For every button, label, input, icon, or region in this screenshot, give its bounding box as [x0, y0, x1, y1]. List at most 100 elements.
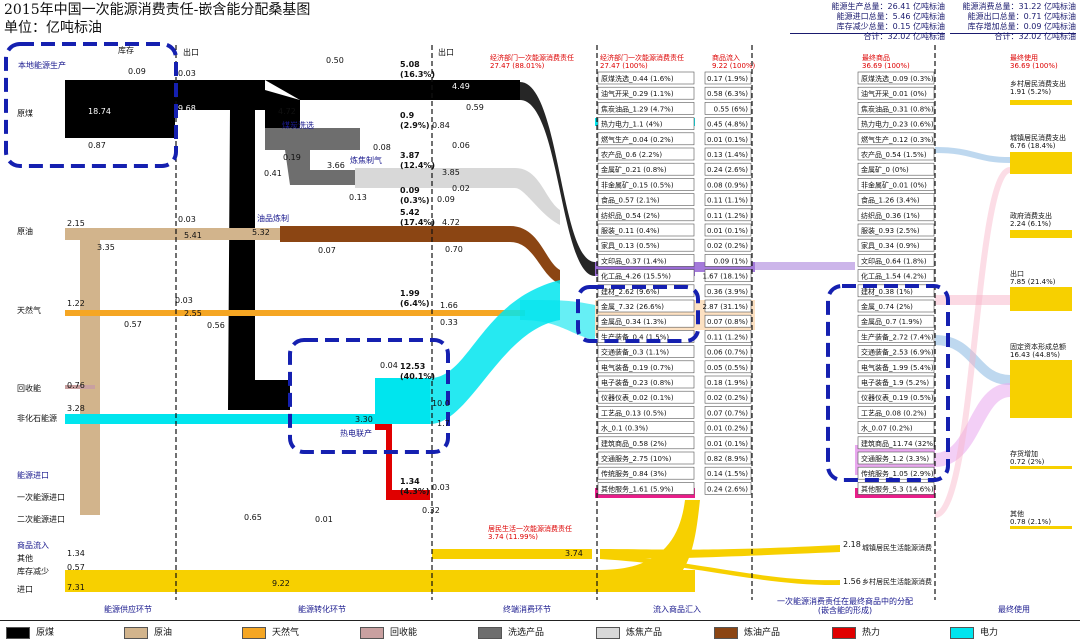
sector-box: [597, 360, 695, 374]
sector-label: 工艺品_0.13 (0.5%): [601, 409, 667, 417]
legend-item: 炼焦产品: [596, 627, 662, 639]
summary-rule: [790, 33, 945, 34]
value-0-07: 0.07: [318, 246, 336, 255]
inflow-label: 0.18 (1.9%): [707, 379, 748, 387]
value-3-74: 3.74: [565, 549, 583, 558]
highlight-final-goods: [826, 284, 950, 482]
final-good-box: [857, 223, 935, 237]
conv-pct: (40.1%): [400, 372, 435, 381]
bar-other: [1010, 526, 1072, 529]
section-import: 能源进口: [17, 470, 49, 480]
value-stock-out: 0.09: [128, 67, 146, 76]
inflow-box: [704, 421, 752, 434]
final-good-label: 金属_0.74 (2%): [861, 302, 913, 311]
value-0-01: 0.01: [315, 515, 333, 524]
sector-label: 燃气生产_0.04 (0.2%): [601, 135, 674, 144]
final-use-value: 0.72 (2%): [1010, 458, 1045, 466]
bar-export: [1010, 287, 1072, 311]
inflow-label: 0.14 (1.5%): [707, 470, 748, 478]
bar-capital: [1010, 360, 1072, 418]
label-refining: 油品炼制: [257, 213, 289, 223]
value-3-66: 3.66: [327, 161, 345, 170]
final-good-box: [857, 208, 935, 222]
final-good-box: [857, 71, 935, 85]
inflow-label: 0.01 (0.1%): [707, 136, 748, 144]
legend-swatch: [596, 627, 620, 639]
summary-right: 能源消费总量：31.22 亿吨标油能源出口总量：0.71 亿吨标油 库存增加总量…: [962, 2, 1076, 41]
page-title: 2015年中国一次能源消费责任-嵌含能分配桑基图: [4, 2, 311, 18]
value-0-06: 0.06: [452, 141, 470, 150]
legend-label: 洗选产品: [508, 627, 545, 638]
final-good-box: [857, 102, 935, 115]
inflow-label: 1.67 (18.1%): [702, 273, 748, 281]
flow-coke-out: [515, 168, 560, 225]
sector-box: [597, 193, 695, 206]
flow-goods-import: [65, 570, 695, 592]
source-recovery: 回收能: [17, 383, 41, 393]
final-good-label: 电气装备_1.99 (5.4%): [861, 363, 934, 372]
sector-label: 金属_7.32 (26.6%): [601, 302, 664, 311]
final-use-name: 固定资本形成总额: [1010, 342, 1066, 351]
legend-label: 热力: [862, 627, 881, 638]
final-good-box: [857, 269, 935, 282]
value-0-56: 0.56: [207, 321, 225, 330]
conv-value: 0.09: [400, 186, 420, 195]
inflow-box: [704, 284, 752, 298]
legend-item: 原油: [124, 627, 172, 639]
source-import-goods: 进口: [17, 585, 33, 594]
sector-box: [597, 482, 695, 495]
value-stock: 0.57: [67, 563, 85, 572]
flow-refined: [280, 226, 510, 242]
final-good-label: 纺织品_0.36 (1%): [861, 211, 920, 220]
section-goods-in: 商品流入: [17, 540, 49, 550]
final-good-box: [857, 314, 935, 328]
flow-raw-coal-to-wash: [175, 80, 265, 110]
final-good-box: [857, 117, 935, 130]
final-use-name: 存货增加: [1010, 449, 1038, 458]
summary-rule: [950, 33, 1076, 34]
final-good-box: [857, 147, 935, 161]
legend-label: 炼油产品: [744, 627, 781, 638]
source-raw-coal: 原煤: [17, 108, 33, 118]
legend-swatch: [950, 627, 974, 639]
conv-pct: (6.4%): [400, 299, 430, 308]
value-9-43: 9.43: [355, 394, 373, 403]
flow-washed-coal: [265, 128, 360, 150]
sector-box: [597, 345, 695, 358]
final-use-name: 政府消费支出: [1010, 211, 1052, 220]
flow-raw-coal-source: [65, 80, 175, 138]
legend-swatch: [714, 627, 738, 639]
value-1-66: 1.66: [440, 301, 458, 310]
inflow-box: [704, 436, 752, 450]
sector-box: [597, 86, 695, 100]
sector-label: 电子装备_0.23 (0.8%): [601, 378, 674, 387]
final-good-label: 工艺品_0.08 (0.2%): [861, 409, 927, 417]
flow-resident-urban: [600, 545, 840, 559]
value-0-04: 0.04: [380, 361, 398, 370]
value-0-03a: 0.03: [178, 69, 196, 78]
sector-box: [597, 421, 695, 434]
stage-end-use: 终端消费环节: [503, 604, 551, 614]
stage-inflow: 流入商品汇入: [653, 604, 701, 614]
source-labels: 本地能源生产 原煤 原油 天然气 回收能 非化石能源 能源进口 一次能源进口 二…: [17, 60, 111, 594]
flow-goods-import-up: [600, 500, 700, 592]
inflow-box: [704, 117, 752, 130]
highlight-raw-coal: [4, 42, 178, 168]
value-0-57: 0.57: [124, 320, 142, 329]
fan-line: [933, 167, 1012, 518]
sector-label: 建材_2.62 (9.6%): [601, 287, 660, 296]
sector-label: 其他服务_1.61 (5.9%): [601, 484, 674, 493]
final-good-label: 服装_0.93 (2.5%): [861, 226, 920, 235]
sector-box: [597, 102, 695, 115]
sector-label: 仪器仪表_0.02 (0.1%): [601, 393, 674, 402]
inflow-box: [704, 360, 752, 374]
final-good-box: [857, 421, 935, 434]
inflow-box: [704, 132, 752, 146]
inflow-label: 0.08 (0.9%): [707, 181, 748, 189]
sankey-diagram: 原煤洗选_0.44 (1.6%)0.17 (1.9%)油气开采_0.29 (1.…: [4, 42, 1072, 615]
value-0-19: 0.19: [283, 153, 301, 162]
value-1-7: 1.7: [437, 419, 450, 428]
